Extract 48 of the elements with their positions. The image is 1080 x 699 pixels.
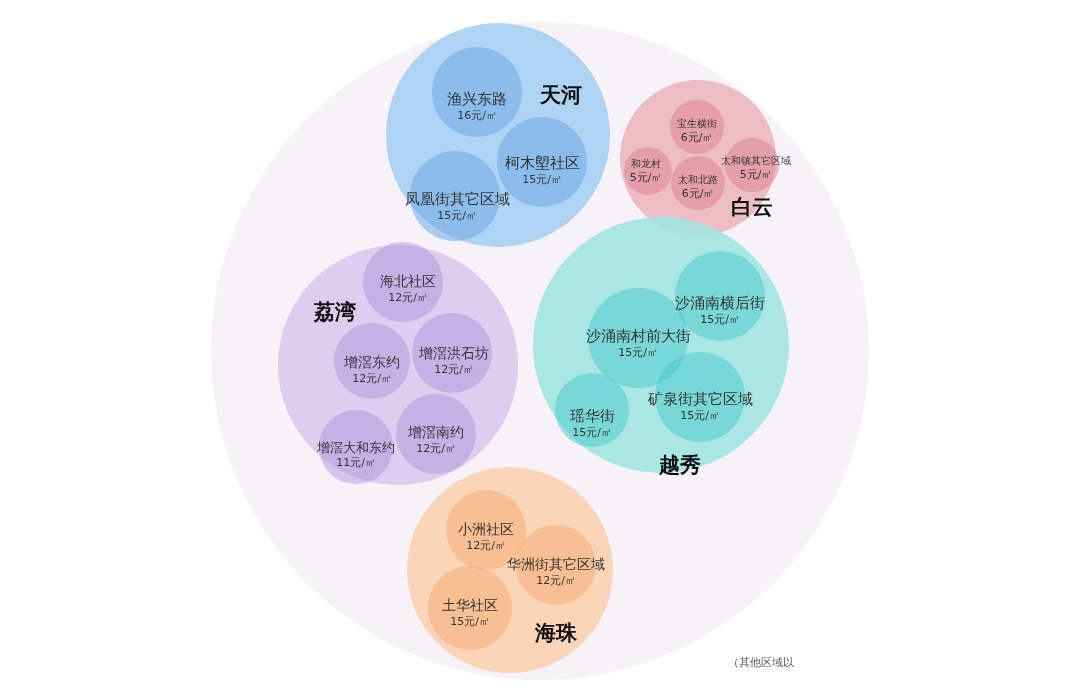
price-text: 12元/㎡ (465, 538, 507, 553)
place-name: 增滘大和东约 (317, 440, 395, 457)
place-name: 沙涌南横后街 (675, 293, 765, 313)
price-text: 12元/㎡ (535, 573, 577, 588)
footnote: （其他区域以 (728, 655, 794, 670)
place-name: 和龙村 (630, 157, 662, 171)
price-text: 15元/㎡ (436, 208, 478, 223)
area-circle (670, 100, 724, 154)
place-name: 增滘东约 (344, 354, 400, 372)
place-name: 太和北路 (678, 173, 718, 187)
district-label: 海珠 (535, 620, 577, 647)
price-text: 12元/㎡ (415, 441, 457, 456)
district-label: 白云 (731, 194, 773, 221)
place-name: 小洲社区 (458, 521, 514, 539)
place-name: 柯木塱社区 (504, 153, 580, 173)
district-label: 越秀 (659, 452, 701, 479)
place-name: 华洲街其它区域 (507, 556, 605, 574)
place-name: 矿泉街其它区域 (647, 389, 753, 409)
place-name: 沙涌南村前大街 (585, 326, 691, 346)
price-text: 6元/㎡ (680, 186, 716, 201)
place-name: 宝生横街 (677, 117, 717, 131)
price-text: 15元/㎡ (521, 172, 563, 187)
area-circle (363, 242, 443, 322)
place-name: 渔兴东路 (447, 89, 507, 109)
price-text: 16元/㎡ (456, 108, 498, 123)
price-text: 11元/㎡ (335, 456, 377, 470)
price-text: 15元/㎡ (699, 312, 741, 327)
district-label: 荔湾 (314, 299, 356, 326)
district-label: 天河 (540, 82, 582, 109)
place-name: 增滘南约 (408, 424, 464, 442)
place-name: 凤凰街其它区域 (404, 189, 510, 209)
price-text: 12元/㎡ (387, 290, 429, 305)
price-text: 15元/㎡ (679, 408, 721, 423)
place-name: 太和镇其它区域 (721, 154, 791, 168)
area-circle (624, 147, 672, 195)
place-name: 增滘洪石坊 (419, 345, 489, 363)
price-text: 12元/㎡ (433, 362, 475, 377)
price-text: 15元/㎡ (617, 345, 659, 360)
place-name: 海北社区 (380, 273, 436, 291)
price-text: 5元/㎡ (629, 170, 663, 185)
place-name: 土华社区 (442, 597, 498, 615)
place-name: 瑶华街 (569, 406, 615, 426)
price-text: 12元/㎡ (351, 371, 393, 386)
price-text: 15元/㎡ (449, 614, 491, 629)
area-circle (396, 394, 476, 474)
price-text: 15元/㎡ (571, 425, 613, 440)
price-text: 6元/㎡ (679, 130, 715, 145)
price-text: 5元/㎡ (738, 167, 774, 182)
